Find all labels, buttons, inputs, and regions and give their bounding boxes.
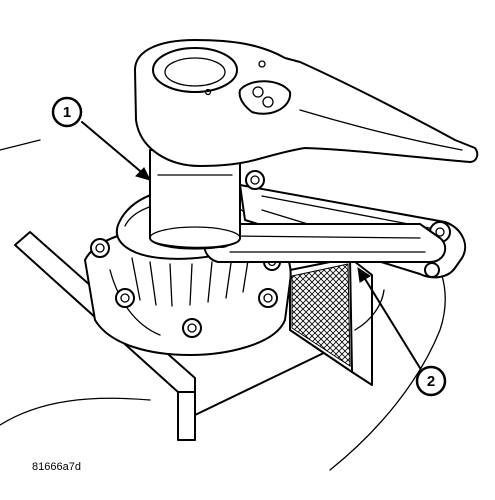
figure-id: 81666a7d <box>32 461 81 473</box>
leader-arrow-2 <box>357 266 421 369</box>
socket-extension <box>149 149 241 250</box>
spanner-tool <box>202 170 467 279</box>
ratchet-wrench <box>134 39 479 167</box>
leader-arrow-1 <box>81 121 151 181</box>
callout-1-label: 1 <box>63 104 71 121</box>
callout-2-label: 2 <box>427 373 435 390</box>
callout-1: 1 <box>51 96 83 128</box>
callout-2: 2 <box>415 365 447 397</box>
